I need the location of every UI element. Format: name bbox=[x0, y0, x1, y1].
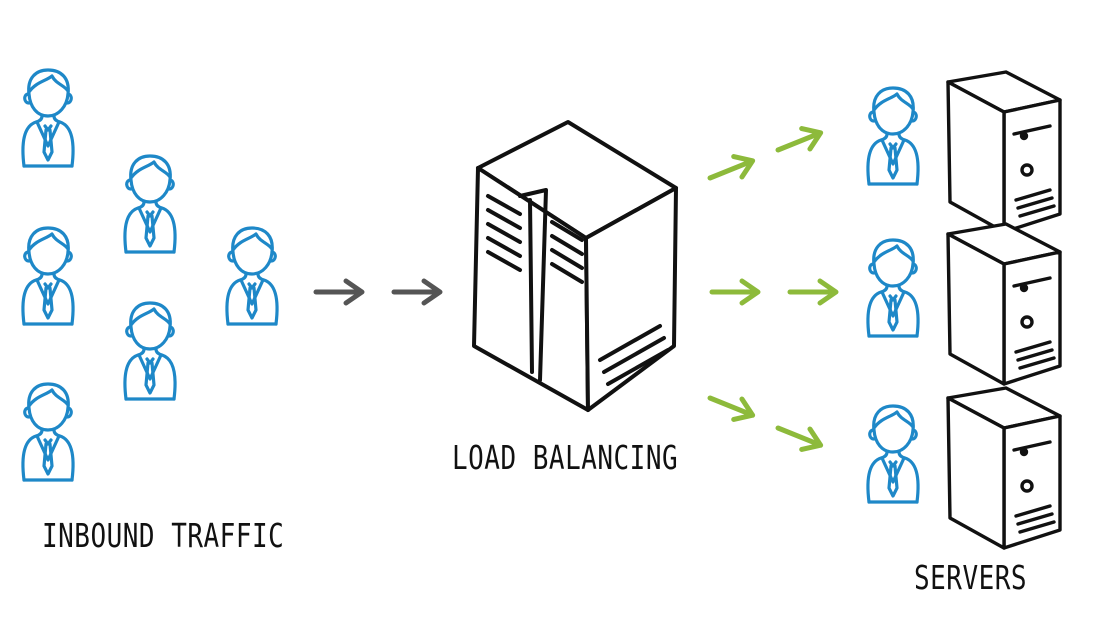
load-balancer-server-icon bbox=[472, 120, 678, 412]
arrow-right-icon bbox=[774, 123, 825, 161]
arrow-right-icon bbox=[316, 281, 362, 303]
inbound-users bbox=[21, 68, 279, 482]
server-tower-icon bbox=[946, 386, 1062, 550]
servers-label: SERVERS bbox=[914, 560, 1028, 598]
user-icon bbox=[866, 238, 920, 338]
load-balancing-label: LOAD BALANCING bbox=[452, 440, 679, 478]
user-icon bbox=[21, 226, 75, 326]
server-row-1 bbox=[866, 70, 1062, 234]
server-tower-icon bbox=[946, 222, 1062, 386]
arrow-right-icon bbox=[394, 281, 440, 303]
arrow-right-icon bbox=[774, 418, 825, 456]
server-row-2 bbox=[866, 222, 1062, 386]
user-icon bbox=[225, 226, 279, 326]
user-icon bbox=[866, 404, 920, 504]
user-icon bbox=[21, 382, 75, 482]
arrow-right-icon bbox=[790, 281, 836, 303]
user-icon bbox=[123, 154, 177, 254]
inbound-arrows bbox=[316, 281, 440, 303]
server-row-3 bbox=[866, 386, 1062, 550]
user-icon bbox=[21, 68, 75, 168]
user-icon bbox=[123, 301, 177, 401]
outbound-arrows bbox=[706, 123, 836, 456]
user-icon bbox=[866, 86, 920, 186]
inbound-traffic-label: INBOUND TRAFFIC bbox=[42, 518, 285, 556]
arrow-right-icon bbox=[712, 281, 758, 303]
arrow-right-icon bbox=[706, 151, 757, 189]
server-tower-icon bbox=[946, 70, 1062, 234]
arrow-right-icon bbox=[706, 388, 757, 426]
